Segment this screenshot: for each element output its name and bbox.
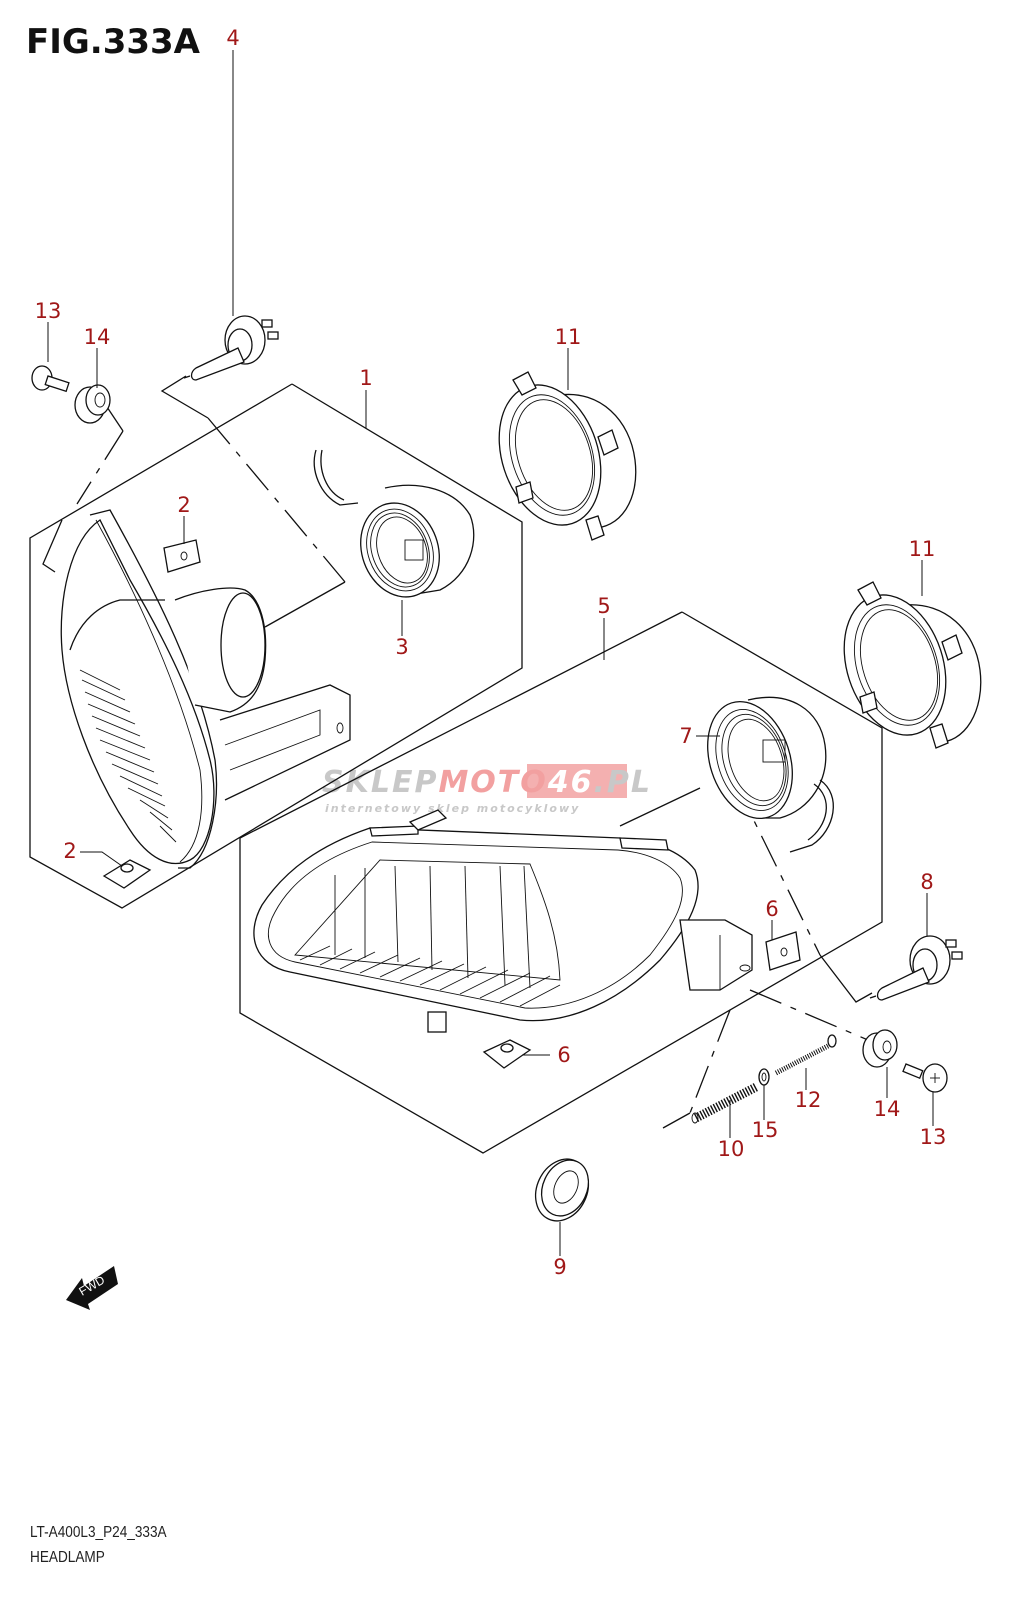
- socket-3-icon: [313, 449, 475, 598]
- callout-12[interactable]: 12: [795, 1088, 822, 1112]
- callout-6-lower[interactable]: 6: [557, 1043, 570, 1067]
- clip-nut-6-upper-icon: [765, 931, 801, 971]
- callout-10[interactable]: 10: [718, 1137, 745, 1161]
- callout-5[interactable]: 5: [597, 594, 610, 618]
- clip-nut-2-upper-icon: [163, 539, 201, 573]
- callout-11-lower[interactable]: 11: [909, 537, 936, 561]
- retainer-ring-11-upper-icon: [498, 371, 637, 541]
- figure-code: LT-A400L3_P24_333A: [30, 1524, 167, 1541]
- socket-7-icon: [707, 696, 834, 853]
- watermark-tagline: internetowy sklep motocyklowy: [325, 802, 580, 815]
- screw-13-left-icon: [31, 365, 70, 393]
- callout-labels: 4 13 14 1 11 2 3 2 5 11 7 8 6 6 12 14 13…: [35, 26, 947, 1279]
- bulb-4-icon: [183, 315, 279, 381]
- callout-1[interactable]: 1: [359, 366, 372, 390]
- headlamp-housing-left: [60, 509, 351, 869]
- watermark-46: 46: [547, 765, 594, 800]
- callout-11-upper[interactable]: 11: [555, 325, 582, 349]
- fwd-direction-badge: FWD: [66, 1266, 118, 1310]
- callout-2-lower[interactable]: 2: [63, 839, 76, 863]
- clip-nut-6-lower-icon: [482, 1039, 532, 1069]
- watermark: SKLEPMOTO46.PL internetowy sklep motocyk…: [322, 764, 652, 815]
- callout-13-left[interactable]: 13: [35, 299, 62, 323]
- spring-10-icon: [691, 1083, 759, 1124]
- callout-4[interactable]: 4: [226, 26, 239, 50]
- cushion-ring-9-icon: [534, 1158, 590, 1222]
- bulb-8-icon: [869, 935, 963, 1001]
- headlamp-housing-right: [253, 809, 753, 1033]
- figure-name: HEADLAMP: [30, 1549, 105, 1566]
- callout-2-upper[interactable]: 2: [177, 493, 190, 517]
- clip-nut-2-lower-icon: [102, 859, 152, 889]
- callout-9[interactable]: 9: [553, 1255, 566, 1279]
- grommet-14-right-icon: [862, 1029, 898, 1068]
- svg-text:SKLEPMOTO46.PL: SKLEPMOTO46.PL: [322, 765, 652, 800]
- washer-15-icon: [758, 1068, 770, 1086]
- callout-6-upper[interactable]: 6: [765, 897, 778, 921]
- watermark-sklep: SKLEP: [322, 765, 438, 800]
- callout-8[interactable]: 8: [920, 870, 933, 894]
- callout-7[interactable]: 7: [679, 724, 692, 748]
- callout-14-left[interactable]: 14: [84, 325, 111, 349]
- leader-lines: [47, 50, 934, 1256]
- watermark-pl: .PL: [594, 765, 653, 800]
- watermark-moto: MOTO: [438, 765, 547, 800]
- callout-3[interactable]: 3: [395, 635, 408, 659]
- watermark-badge: [527, 764, 627, 798]
- figure-title: FIG.333A: [26, 22, 200, 62]
- retainer-ring-11-lower-icon: [843, 581, 982, 749]
- grommet-14-left-icon: [74, 384, 111, 424]
- callout-14-right[interactable]: 14: [874, 1097, 901, 1121]
- adjusting-screw-12-icon: [774, 1034, 837, 1076]
- screw-13-right-icon: [902, 1063, 948, 1093]
- callout-13-right[interactable]: 13: [920, 1125, 947, 1149]
- callout-15[interactable]: 15: [752, 1118, 779, 1142]
